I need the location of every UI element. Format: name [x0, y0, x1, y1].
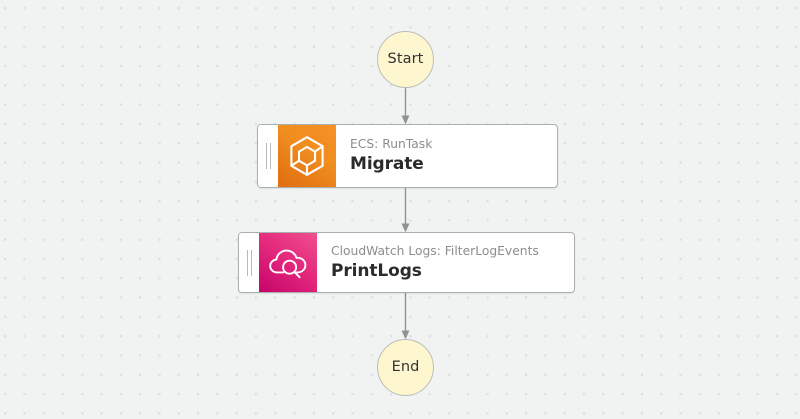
state-node-migrate[interactable]: ECS: RunTask Migrate [257, 124, 558, 188]
state-node-text: ECS: RunTask Migrate [336, 125, 557, 187]
drag-handle-line [269, 143, 271, 169]
state-resource-label: ECS: RunTask [350, 137, 433, 152]
drag-handle-line [246, 249, 248, 276]
drag-handle-icon[interactable] [239, 233, 259, 292]
state-node-printlogs[interactable]: CloudWatch Logs: FilterLogEvents PrintLo… [238, 232, 575, 293]
drag-handle-icon[interactable] [258, 125, 278, 187]
drag-handle-line [250, 249, 252, 276]
state-node-text: CloudWatch Logs: FilterLogEvents PrintLo… [317, 233, 574, 292]
state-resource-label: CloudWatch Logs: FilterLogEvents [331, 243, 539, 258]
state-name-label: Migrate [350, 154, 424, 175]
end-node-label: End [391, 359, 420, 376]
end-node[interactable]: End [377, 339, 434, 396]
start-node-label: Start [387, 51, 424, 68]
cloudwatch-logs-cloud-search-icon [259, 233, 317, 292]
start-node[interactable]: Start [377, 31, 434, 88]
ecs-container-hexagon-icon [278, 125, 336, 187]
drag-handle-line [265, 143, 267, 169]
state-name-label: PrintLogs [331, 260, 422, 281]
